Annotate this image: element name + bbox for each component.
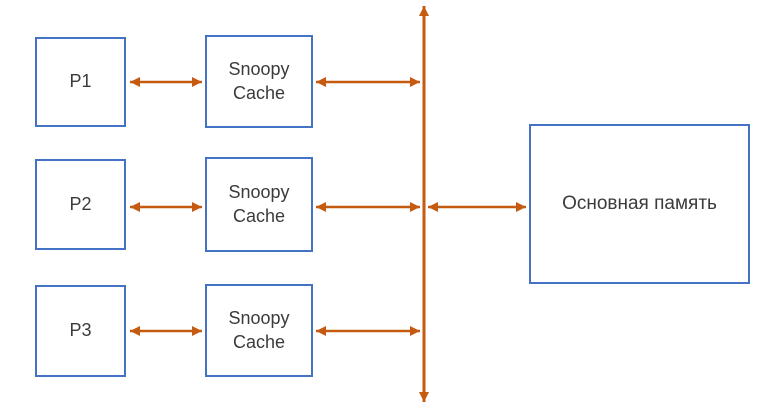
processor-label-p3: P3 [69, 320, 92, 341]
main-memory-label: Основная память [562, 192, 717, 214]
snoopy-cache-label-1: Snoopy Cache [228, 59, 290, 103]
snoopy-cache-label-3: Snoopy Cache [228, 308, 290, 352]
snoopy-cache-box-1: Snoopy Cache [205, 35, 313, 128]
main-memory-box: Основная память [529, 124, 750, 284]
snoopy-cache-label-2: Snoopy Cache [228, 182, 290, 226]
processor-label-p2: P2 [69, 193, 92, 214]
snoopy-cache-box-3: Snoopy Cache [205, 284, 313, 377]
processor-box-p3: P3 [35, 285, 126, 377]
processor-label-p1: P1 [69, 71, 92, 92]
processor-box-p1: P1 [35, 37, 126, 127]
processor-box-p2: P2 [35, 159, 126, 250]
snoopy-cache-box-2: Snoopy Cache [205, 157, 313, 252]
